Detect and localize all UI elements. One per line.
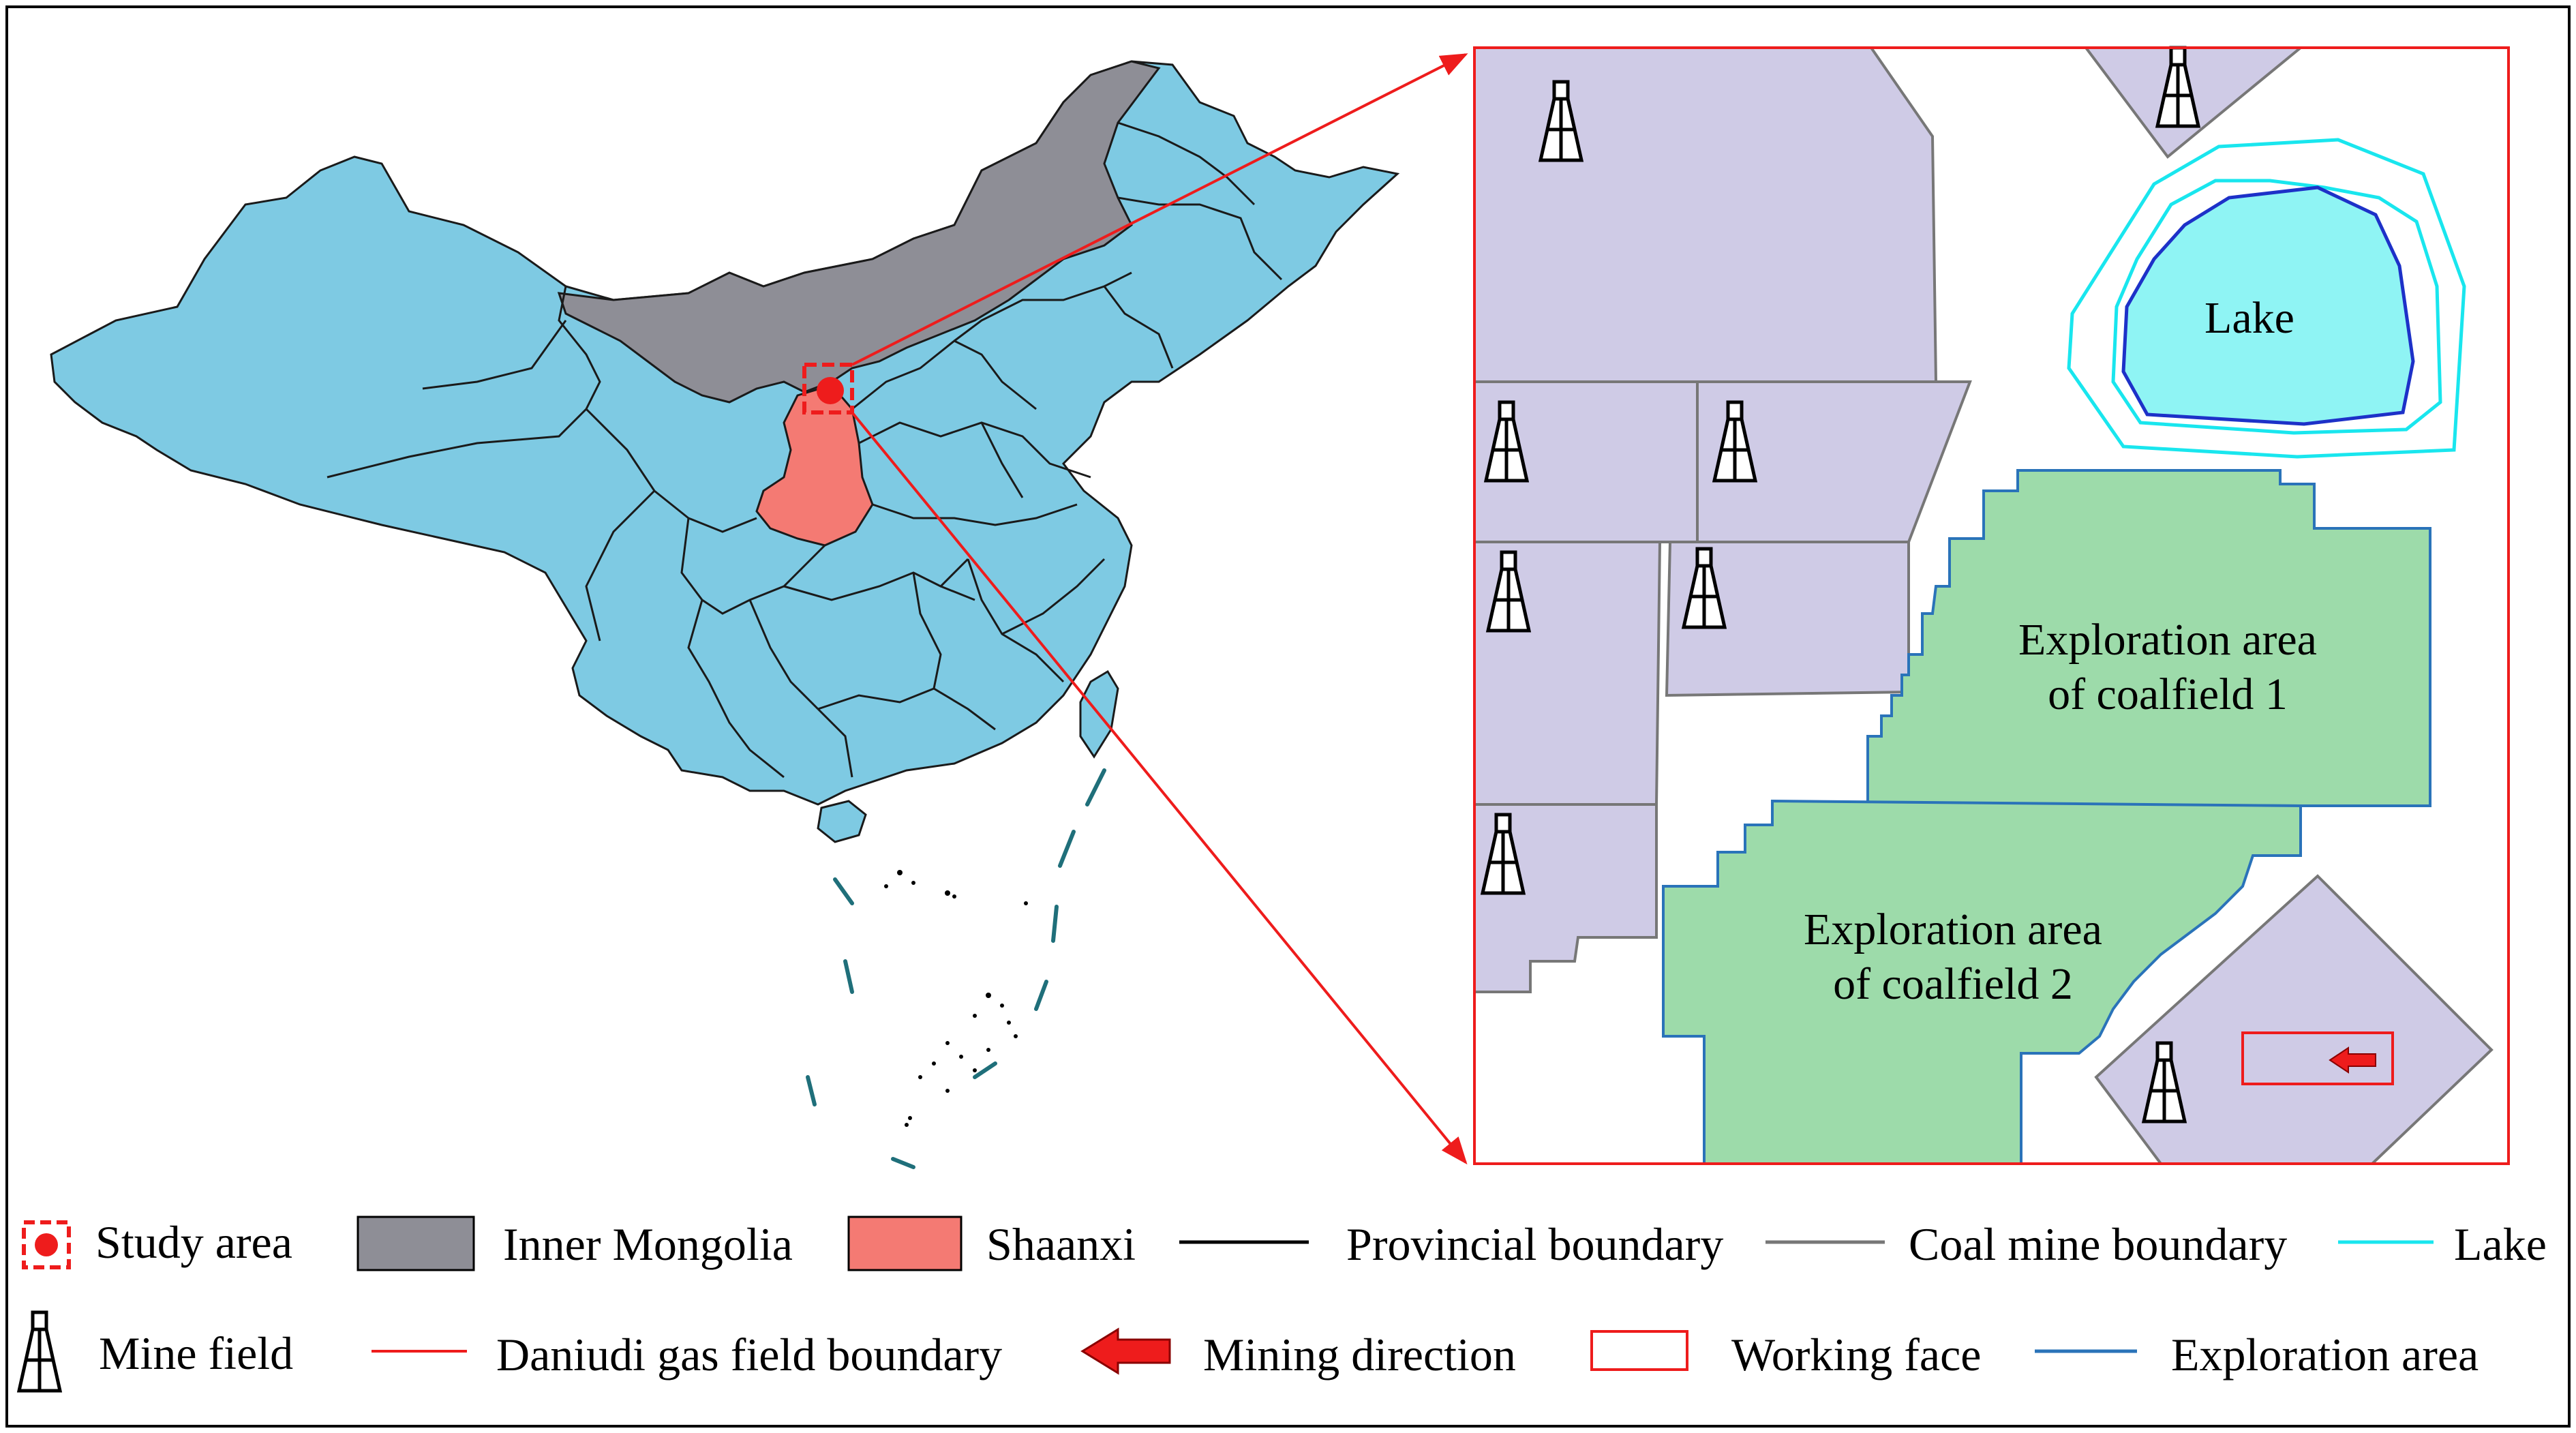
legend-exploration-area: Exploration area — [2035, 1329, 2479, 1381]
legend-inner-mongolia: Inner Mongolia — [357, 1216, 793, 1271]
working-face — [2241, 1031, 2394, 1085]
coal-mine-block — [1473, 803, 1658, 993]
legend-working-face: Working face — [1590, 1329, 1981, 1381]
legend-provincial-boundary: Provincial boundary — [1179, 1218, 1723, 1270]
coal-mine-block — [1473, 46, 1938, 383]
lake: Lake — [2067, 138, 2466, 459]
china-map — [50, 60, 1400, 1169]
gas-field-boundary — [1473, 46, 2510, 1165]
coal-mine-blocks — [1473, 46, 2494, 1165]
inner-mongolia-region — [557, 60, 1161, 404]
study-area-marker — [802, 363, 854, 414]
zoom-connector-arrows — [851, 53, 1468, 1165]
legend-study-area-label: Study area — [95, 1216, 292, 1268]
mining-direction-arrow — [2329, 1046, 2376, 1074]
exploration-area-1 — [1866, 469, 2431, 807]
legend-mine-field-label: Mine field — [99, 1327, 293, 1379]
legend-shaanxi: Shaanxi — [847, 1216, 1136, 1271]
exploration-area-2-label-line2: of coalfield 2 — [1833, 959, 2073, 1009]
exploration-area-2-label-line1: Exploration area — [1804, 905, 2102, 954]
legend-exploration-area-label: Exploration area — [2171, 1329, 2479, 1381]
provincial-boundaries — [327, 121, 1283, 779]
lake-label: Lake — [2204, 293, 2294, 343]
legend-coal-mine-boundary-label: Coal mine boundary — [1909, 1218, 2287, 1270]
legend-study-area: Study area — [22, 1216, 292, 1269]
nine-dash-line — [806, 768, 1106, 1169]
legend-mining-direction-label: Mining direction — [1203, 1329, 1516, 1381]
inset-detail-map: Lake Exploration area of coalfield 1 Exp… — [1473, 46, 2510, 1165]
legend-lake: Lake — [2338, 1218, 2547, 1270]
south-sea-islands — [884, 870, 1028, 1127]
legend-coal-mine-boundary: Coal mine boundary — [1766, 1218, 2287, 1270]
legend-inner-mongolia-label: Inner Mongolia — [503, 1218, 793, 1270]
legend-gas-field-boundary: Daniudi gas field boundary — [372, 1329, 1002, 1381]
legend-mining-direction: Mining direction — [1080, 1327, 1516, 1381]
legend-mine-field: Mine field — [19, 1312, 293, 1391]
legend-mining-direction-icon — [1080, 1327, 1171, 1375]
legend-gas-field-boundary-label: Daniudi gas field boundary — [496, 1329, 1002, 1381]
legend-lake-label: Lake — [2454, 1218, 2547, 1270]
legend-shaanxi-label: Shaanxi — [986, 1218, 1136, 1270]
shaanxi-region — [755, 384, 874, 547]
legend-provincial-boundary-label: Provincial boundary — [1346, 1218, 1723, 1270]
legend-working-face-label: Working face — [1731, 1329, 1981, 1381]
hainan-island — [817, 800, 867, 843]
map-legend: Study area Inner Mongolia Shaanxi Provin… — [19, 1216, 2547, 1391]
exploration-area-2 — [1662, 799, 2302, 1165]
exploration-area-1-label-line1: Exploration area — [2018, 615, 2317, 665]
exploration-area-1-label-line2: of coalfield 1 — [2048, 669, 2288, 719]
